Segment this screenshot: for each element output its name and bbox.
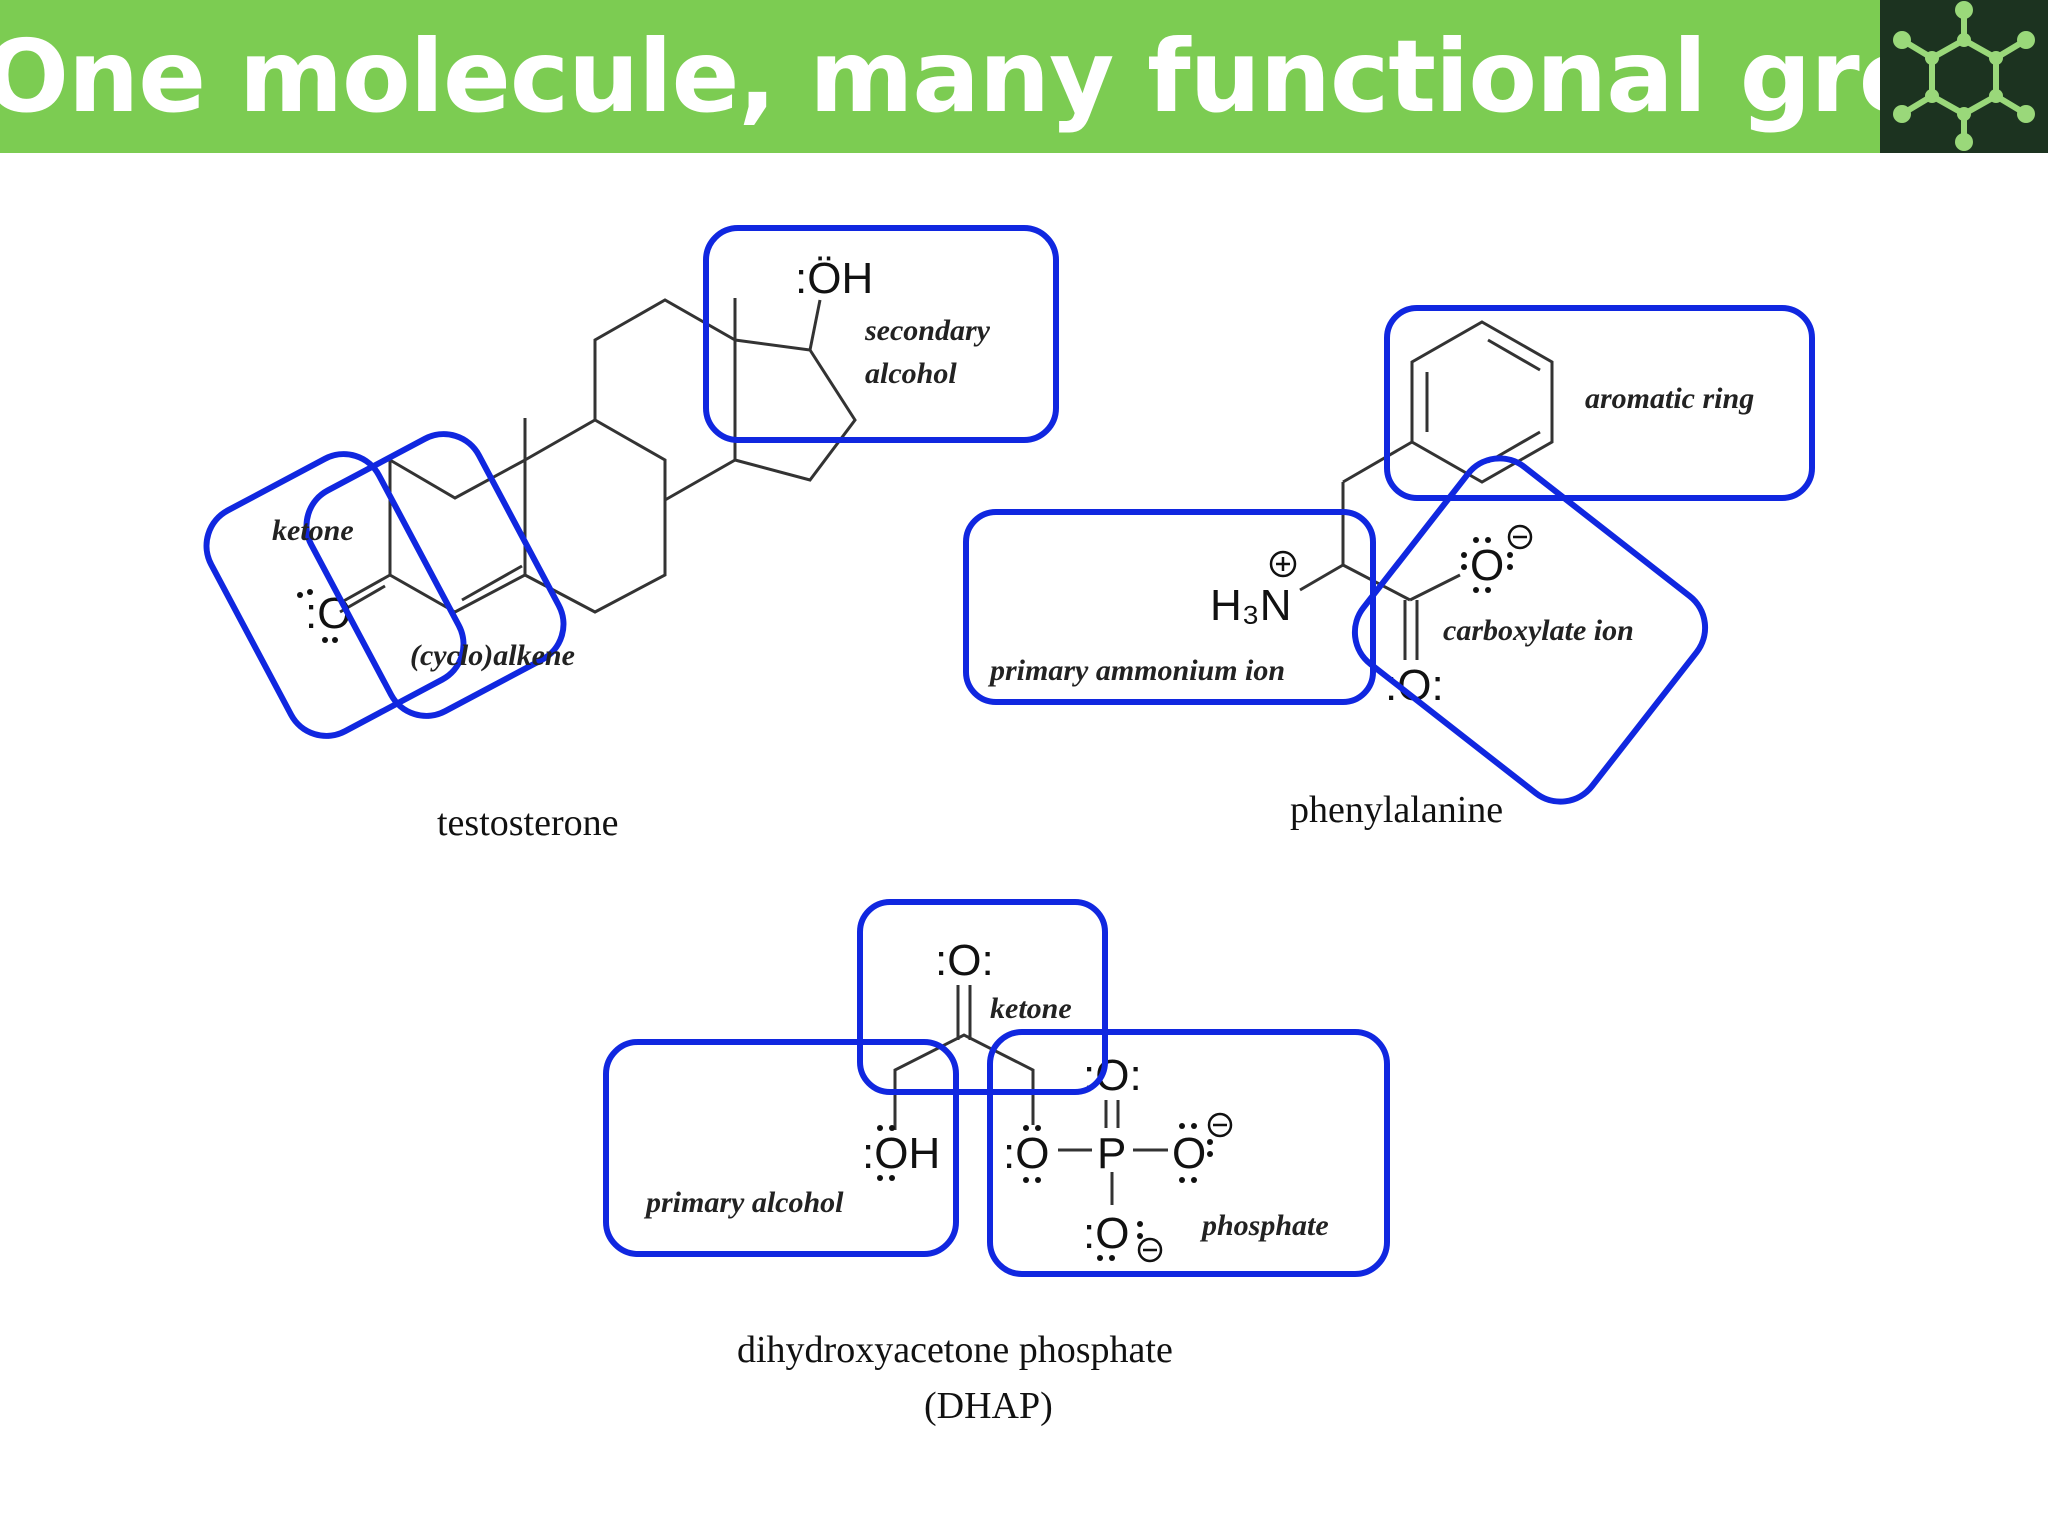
ammonium-box [963, 509, 1376, 705]
phenylalanine-name: phenylalanine [1290, 789, 1503, 831]
alkene-label: (cyclo)alkene [410, 639, 575, 672]
slide-title: One molecule, many functional groups [0, 18, 1880, 135]
dhap-name-line1: dihydroxyacetone phosphate [737, 1329, 1173, 1371]
dhap-ester-oxygen: :O [1003, 1129, 1049, 1178]
molecule-icon [1893, 1, 2035, 151]
secondary-alcohol-box [703, 225, 1059, 443]
phosphate-box [987, 1029, 1390, 1277]
carboxylate-box [1351, 455, 1709, 805]
phosphate-oxygen-right: O [1172, 1129, 1206, 1178]
alkene-box [303, 431, 567, 719]
phenylalanine-structure: H₃N O :O: aromatic ring primary ammonium… [963, 305, 1815, 831]
dhap-name-line2: (DHAP) [924, 1385, 1053, 1427]
secondary-label: secondary [864, 314, 991, 347]
dhap-hydroxyl: :OH [862, 1129, 940, 1178]
alcohol-label: alcohol [865, 357, 957, 390]
testosterone-hydroxyl: :ÖH [795, 254, 873, 303]
ketone-box [203, 451, 467, 739]
molecule-structures: :O :ÖH ketone (cyclo)alkene secondary al… [203, 225, 1815, 1427]
ammonium-label: primary ammonium ion [987, 654, 1285, 687]
aromatic-label: aromatic ring [1585, 382, 1754, 415]
dhap-ketone-label: ketone [990, 992, 1072, 1025]
functional-groups-diagram: :O :ÖH ketone (cyclo)alkene secondary al… [0, 153, 2048, 1536]
carboxylate-oxygen: O [1470, 541, 1504, 590]
phosphoryl-oxygen: :O: [1083, 1051, 1142, 1100]
title-bar: One molecule, many functional groups [0, 0, 1880, 153]
dhap-ketone-box [857, 899, 1108, 1095]
dhap-ketone-oxygen: :O: [935, 936, 994, 985]
testosterone-ketone-oxygen: :O [305, 589, 351, 638]
phosphate-oxygen-bottom: :O [1083, 1209, 1129, 1258]
aromatic-ring-box [1384, 305, 1815, 501]
phosphate-label: phosphate [1199, 1209, 1329, 1242]
testosterone-name: testosterone [437, 802, 619, 844]
logo [1880, 0, 2048, 153]
primary-alcohol-label: primary alcohol [643, 1186, 844, 1219]
carboxylate-label: carboxylate ion [1443, 614, 1634, 647]
ammonium-nitrogen: H₃N [1210, 581, 1291, 630]
primary-alcohol-box [603, 1039, 959, 1257]
phosphorus: P [1097, 1129, 1126, 1178]
dhap-structure: :O: :OH :O P :O: O :O ketone primary alc… [603, 899, 1390, 1427]
ketone-label: ketone [272, 514, 354, 547]
testosterone-structure: :O :ÖH ketone (cyclo)alkene secondary al… [203, 225, 1059, 844]
